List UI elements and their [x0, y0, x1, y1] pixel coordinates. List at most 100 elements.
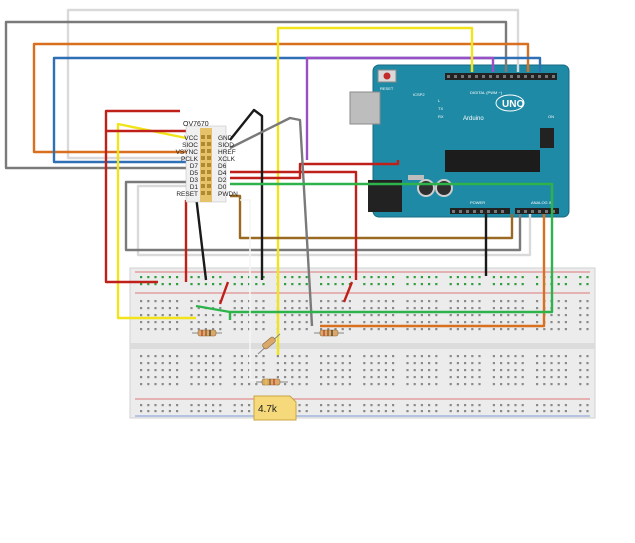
terminal-hole [428, 300, 431, 303]
header-pin [545, 75, 548, 78]
rail-hole [212, 404, 215, 407]
resistor-value-tag: 4.7k [253, 395, 297, 421]
rail-hole [456, 404, 459, 407]
terminal-hole [521, 362, 524, 365]
header-pin [538, 75, 541, 78]
terminal-hole [586, 355, 589, 358]
rail-hole [478, 410, 481, 413]
terminal-hole [428, 369, 431, 372]
rail-hole [564, 410, 567, 413]
terminal-hole [579, 307, 582, 310]
terminal-hole [219, 314, 222, 317]
terminal-hole [384, 376, 387, 379]
terminal-hole [420, 300, 423, 303]
terminal-hole [478, 376, 481, 379]
terminal-hole [327, 307, 330, 310]
rail-hole [406, 276, 409, 279]
terminal-hole [327, 376, 330, 379]
terminal-hole [255, 300, 258, 303]
arduino-uno-board: RESET ICSP2 DIGITAL (PWM ~) Arduino UNO … [349, 64, 570, 218]
terminal-hole [363, 369, 366, 372]
terminal-hole [492, 307, 495, 310]
rail-hole [420, 404, 423, 407]
header-pin [517, 75, 520, 78]
terminal-hole [204, 300, 207, 303]
terminal-hole [550, 321, 553, 324]
terminal-hole [197, 362, 200, 365]
terminal-hole [176, 314, 179, 317]
terminal-hole [550, 376, 553, 379]
terminal-hole [514, 314, 517, 317]
terminal-hole [514, 321, 517, 324]
wire-white [240, 199, 262, 381]
terminal-hole [327, 355, 330, 358]
camera-pin-label-right: XCLK [218, 156, 236, 163]
terminal-hole [384, 328, 387, 331]
header-pin [545, 210, 548, 213]
header-pin [487, 210, 490, 213]
terminal-hole [305, 355, 308, 358]
rail-hole [500, 276, 503, 279]
terminal-hole [536, 321, 539, 324]
terminal-hole [449, 355, 452, 358]
terminal-hole [514, 328, 517, 331]
rail-hole [298, 404, 301, 407]
header-pin [531, 75, 534, 78]
terminal-hole [478, 314, 481, 317]
terminal-hole [557, 300, 560, 303]
terminal-hole [197, 369, 200, 372]
rail-hole [413, 276, 416, 279]
terminal-hole [550, 369, 553, 372]
terminal-hole [168, 355, 171, 358]
terminal-hole [334, 314, 337, 317]
terminal-hole [262, 314, 265, 317]
header-pin [517, 210, 520, 213]
camera-pin [201, 142, 205, 146]
rail-hole [219, 276, 222, 279]
icsp-header [540, 128, 554, 148]
jumper-red-1 [218, 281, 230, 305]
terminal-hole [428, 328, 431, 331]
terminal-hole [140, 307, 143, 310]
camera-pin [207, 135, 211, 139]
rail-hole [413, 404, 416, 407]
terminal-hole [348, 369, 351, 372]
terminal-hole [406, 300, 409, 303]
rail-hole [392, 276, 395, 279]
terminal-hole [298, 362, 301, 365]
rail-hole [507, 283, 510, 286]
rail-hole [212, 276, 215, 279]
terminal-hole [161, 300, 164, 303]
terminal-hole [514, 355, 517, 358]
terminal-hole [341, 355, 344, 358]
terminal-hole [248, 314, 251, 317]
terminal-hole [507, 383, 510, 386]
terminal-hole [320, 376, 323, 379]
rail-hole [550, 410, 553, 413]
terminal-hole [291, 300, 294, 303]
terminal-hole [536, 362, 539, 365]
camera-pin-label-right: HREF [218, 149, 236, 156]
header-pin [494, 210, 497, 213]
terminal-hole [255, 376, 258, 379]
rail-hole [248, 404, 251, 407]
rail-hole [212, 410, 215, 413]
wire-red-right [230, 170, 358, 280]
terminal-hole [233, 376, 236, 379]
rail-hole [154, 283, 157, 286]
rail-hole [370, 410, 373, 413]
terminal-hole [204, 369, 207, 372]
terminal-hole [154, 383, 157, 386]
terminal-hole [197, 328, 200, 331]
terminal-hole [298, 376, 301, 379]
terminal-hole [492, 376, 495, 379]
terminal-hole [168, 362, 171, 365]
terminal-hole [406, 307, 409, 310]
rail-hole [298, 283, 301, 286]
rail-hole [233, 410, 236, 413]
terminal-hole [298, 300, 301, 303]
terminal-hole [161, 376, 164, 379]
terminal-hole [348, 355, 351, 358]
rail-hole [240, 404, 243, 407]
